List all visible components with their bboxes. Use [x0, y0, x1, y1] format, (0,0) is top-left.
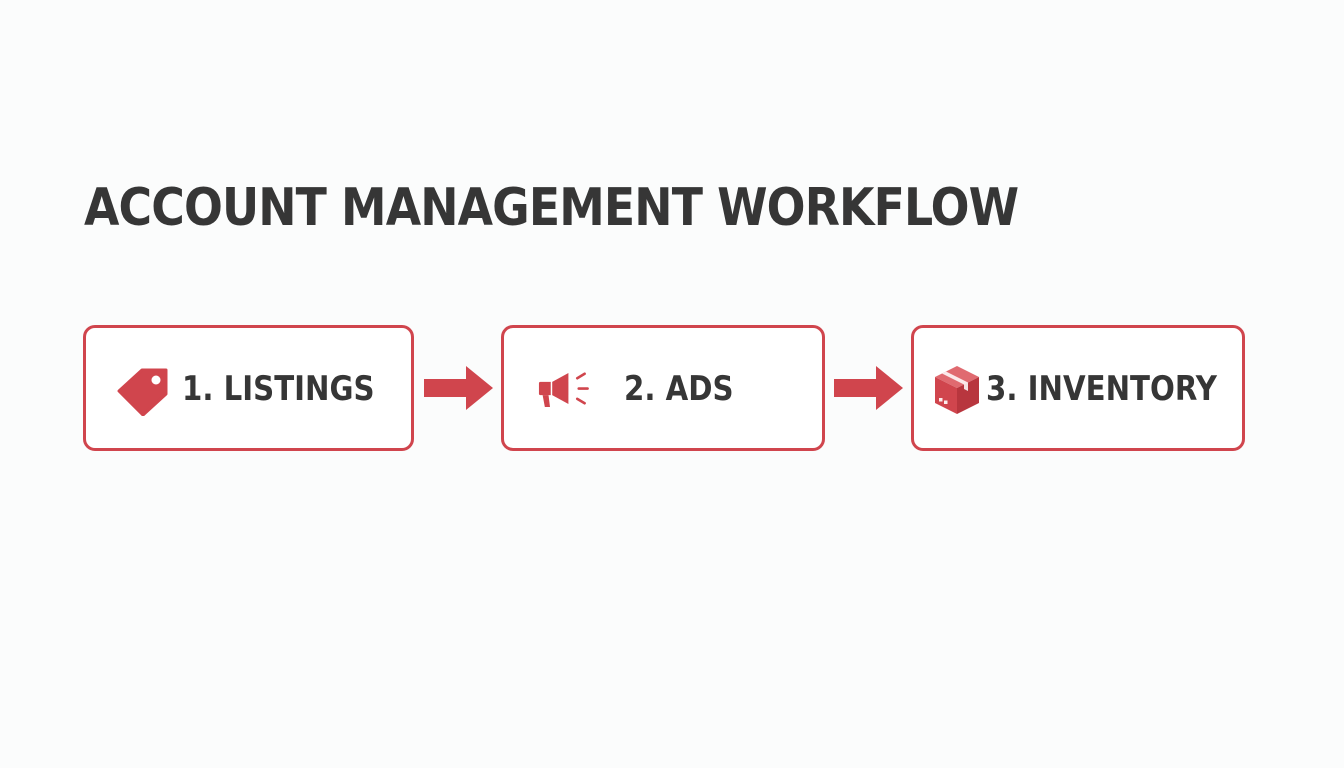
step-label-listings: 1. LISTINGS [182, 369, 375, 409]
price-tag-icon [116, 364, 172, 416]
step-label-ads: 2. ADS [624, 369, 734, 409]
arrow-right-icon [424, 364, 494, 412]
step-ads: 2. ADS [501, 325, 825, 451]
step-listings: 1. LISTINGS [83, 325, 414, 451]
arrow-right-icon [834, 364, 904, 412]
package-box-icon [929, 364, 985, 416]
step-inventory: 3. INVENTORY [911, 325, 1245, 451]
megaphone-icon [536, 364, 592, 416]
step-label-inventory: 3. INVENTORY [986, 369, 1217, 409]
page-title: ACCOUNT MANAGEMENT WORKFLOW [84, 178, 1019, 238]
